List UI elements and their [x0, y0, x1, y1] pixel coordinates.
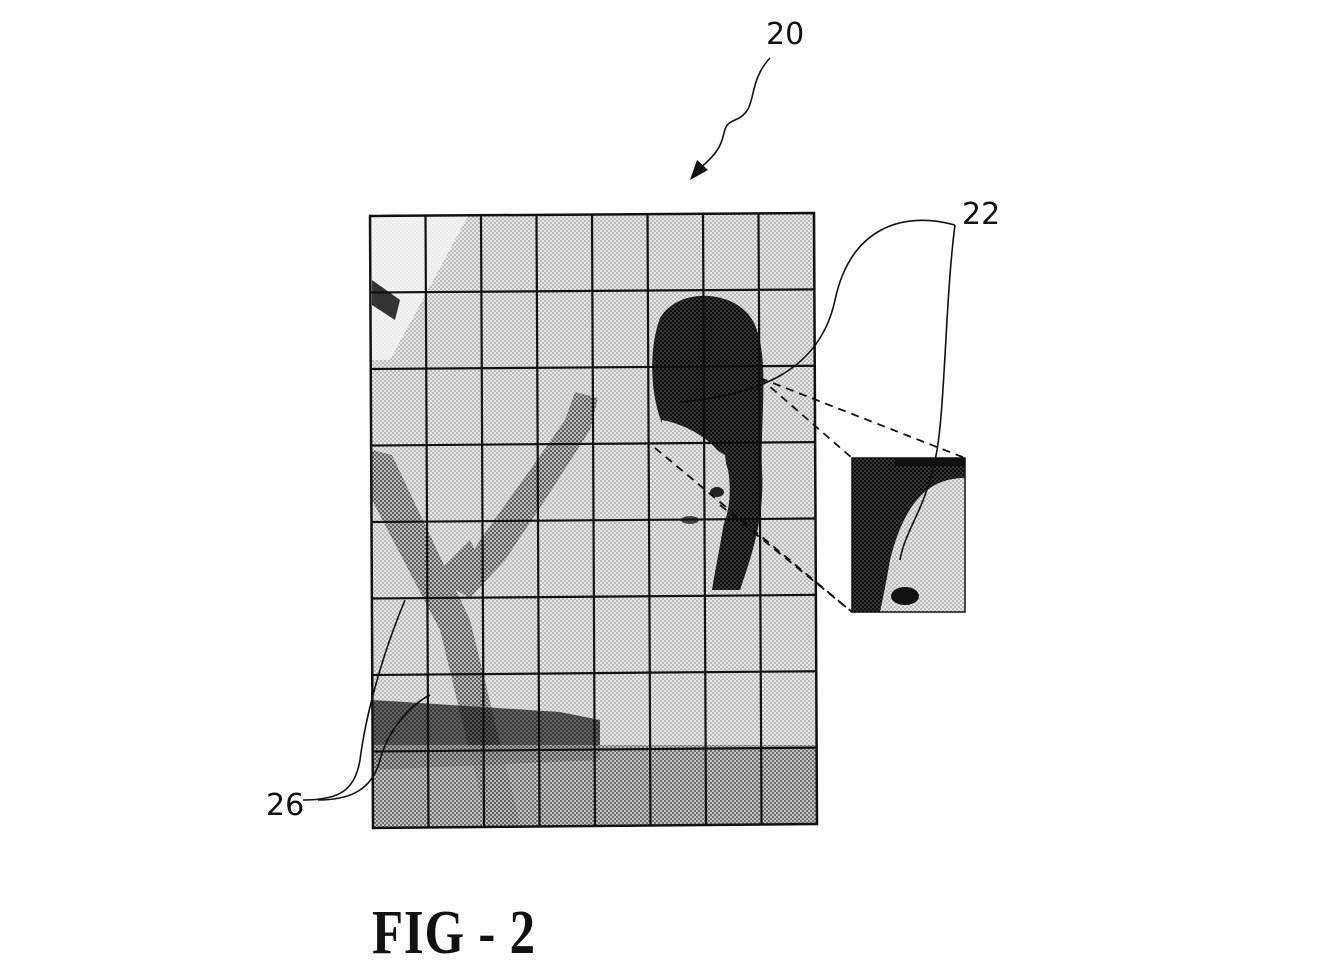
inset-mouth — [891, 587, 919, 605]
leader-20 — [700, 58, 770, 168]
label-22: 22 — [962, 197, 1000, 232]
label-20: 20 — [766, 17, 804, 52]
label-26: 26 — [266, 788, 304, 823]
inset-top-band — [895, 458, 965, 466]
figure-caption: FIG - 2 — [372, 898, 536, 969]
